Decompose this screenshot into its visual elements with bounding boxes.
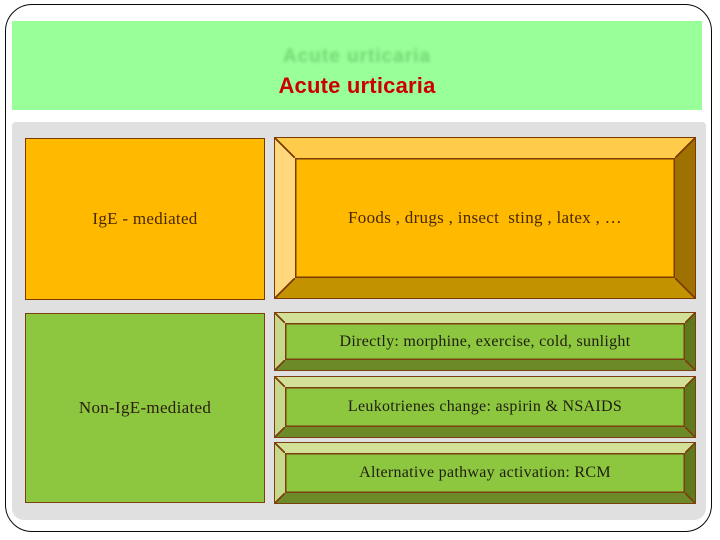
slide-header: Acute urticaria Acute urticaria xyxy=(12,21,702,110)
page-title: Acute urticaria xyxy=(278,73,436,98)
category-box-ige-mediated: IgE - mediated xyxy=(25,138,265,300)
detail-box-leukotrienes: Leukotrienes change: aspirin & NSAIDS xyxy=(274,376,696,438)
category-box-non-ige-mediated: Non-IgE-mediated xyxy=(25,313,265,503)
detail-box-leukotrienes-label: Leukotrienes change: aspirin & NSAIDS xyxy=(347,398,623,415)
category-box-non-ige-label: Non-IgE-mediated xyxy=(78,398,212,417)
detail-box-ige-causes-label: Foods , drugs , insect sting , latex , … xyxy=(348,208,622,227)
detail-box-directly-label: Directly: morphine, exercise, cold, sunl… xyxy=(339,332,631,350)
category-box-ige-label: IgE - mediated xyxy=(92,209,198,228)
detail-box-directly: Directly: morphine, exercise, cold, sunl… xyxy=(274,312,696,371)
detail-box-alternative-pathway-label: Alternative pathway activation: RCM xyxy=(359,464,611,481)
content-panel: IgE - mediated Foods , drugs , insect st… xyxy=(12,122,706,520)
ghost-title: Acute urticaria xyxy=(282,46,432,67)
detail-box-alternative-pathway: Alternative pathway activation: RCM xyxy=(274,442,696,504)
detail-box-ige-causes: Foods , drugs , insect sting , latex , … xyxy=(274,137,696,299)
